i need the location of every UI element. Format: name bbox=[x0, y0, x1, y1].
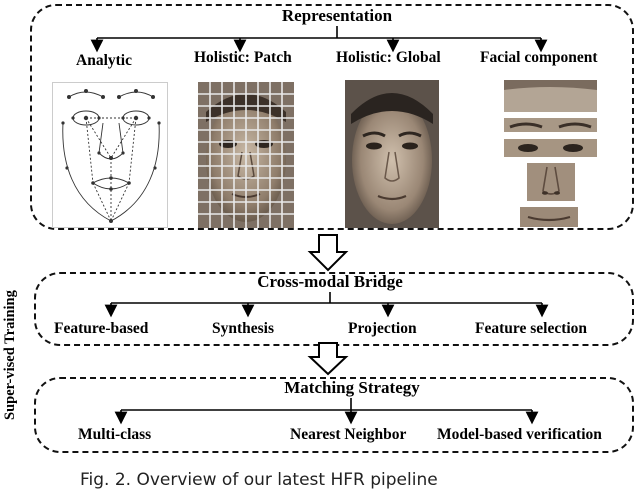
component-brows-image bbox=[504, 118, 597, 132]
holistic-global-image bbox=[345, 80, 439, 228]
component-eyes-image bbox=[504, 139, 597, 157]
label-nearest-neighbor: Nearest Neighbor bbox=[290, 426, 407, 443]
label-feature-selection: Feature selection bbox=[475, 320, 588, 337]
label-projection: Projection bbox=[348, 320, 417, 337]
label-analytic: Analytic bbox=[76, 52, 132, 69]
matching-strategy-box bbox=[34, 377, 634, 453]
component-forehead-image bbox=[504, 80, 597, 112]
flow-arrow-representation-to-bridge bbox=[307, 234, 349, 272]
matching-strategy-title: Matching Strategy bbox=[284, 378, 420, 397]
cross-modal-bridge-title: Cross-modal Bridge bbox=[257, 272, 403, 291]
label-model-based-verification: Model-based verification bbox=[437, 426, 602, 443]
representation-box bbox=[30, 4, 634, 230]
holistic-patch-image bbox=[198, 82, 294, 228]
flow-arrow-bridge-to-matching bbox=[307, 342, 349, 376]
label-feature-based: Feature-based bbox=[54, 320, 149, 337]
analytic-landmark-image bbox=[52, 82, 168, 228]
label-multi-class: Multi-class bbox=[78, 426, 152, 443]
label-holistic-patch: Holistic: Patch bbox=[194, 49, 292, 66]
label-holistic-global: Holistic: Global bbox=[336, 49, 441, 66]
component-nose-image bbox=[527, 163, 575, 201]
supervised-training-label: Super-vised Training bbox=[2, 290, 18, 420]
representation-title: Representation bbox=[281, 6, 393, 25]
label-facial-component: Facial component bbox=[480, 49, 598, 66]
component-mouth-image bbox=[520, 207, 578, 227]
figure-caption: Fig. 2. Overview of our latest HFR pipel… bbox=[80, 470, 438, 490]
label-synthesis: Synthesis bbox=[212, 320, 275, 337]
